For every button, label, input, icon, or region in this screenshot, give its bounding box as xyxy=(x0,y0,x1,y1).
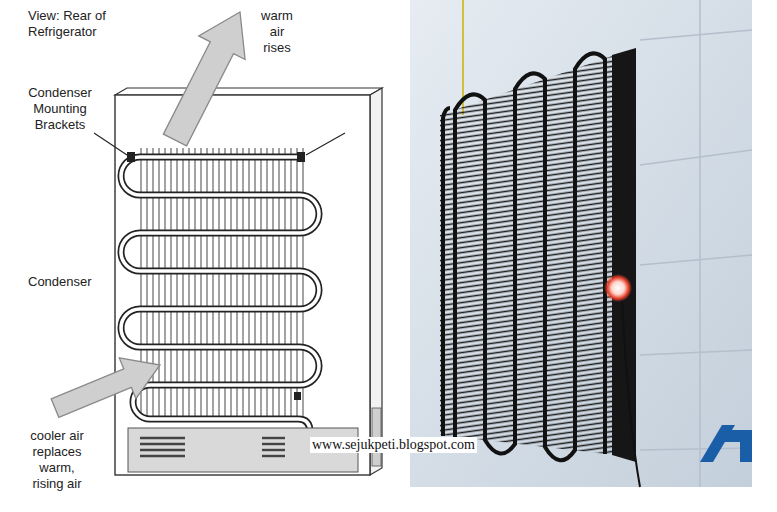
airflow-label: cooler air replaces warm, rising air xyxy=(24,428,90,492)
leader-line xyxy=(306,133,345,155)
refrigerator-drawing xyxy=(115,88,382,475)
condenser-rendering xyxy=(410,0,752,487)
cool-air-arrow xyxy=(51,358,160,417)
bracket xyxy=(297,152,305,162)
bracket xyxy=(127,152,135,162)
logo xyxy=(722,430,752,462)
watermark: www.sejukpeti.blogspot.com xyxy=(310,437,477,453)
part-label: Condenser xyxy=(28,274,118,290)
part-label: Condenser Mounting Brackets xyxy=(20,85,100,133)
leader-line xyxy=(94,133,127,155)
airflow-label: warm air rises xyxy=(257,8,297,56)
warm-air-arrow xyxy=(163,12,245,146)
view-title: View: Rear of Refrigerator xyxy=(28,8,120,40)
